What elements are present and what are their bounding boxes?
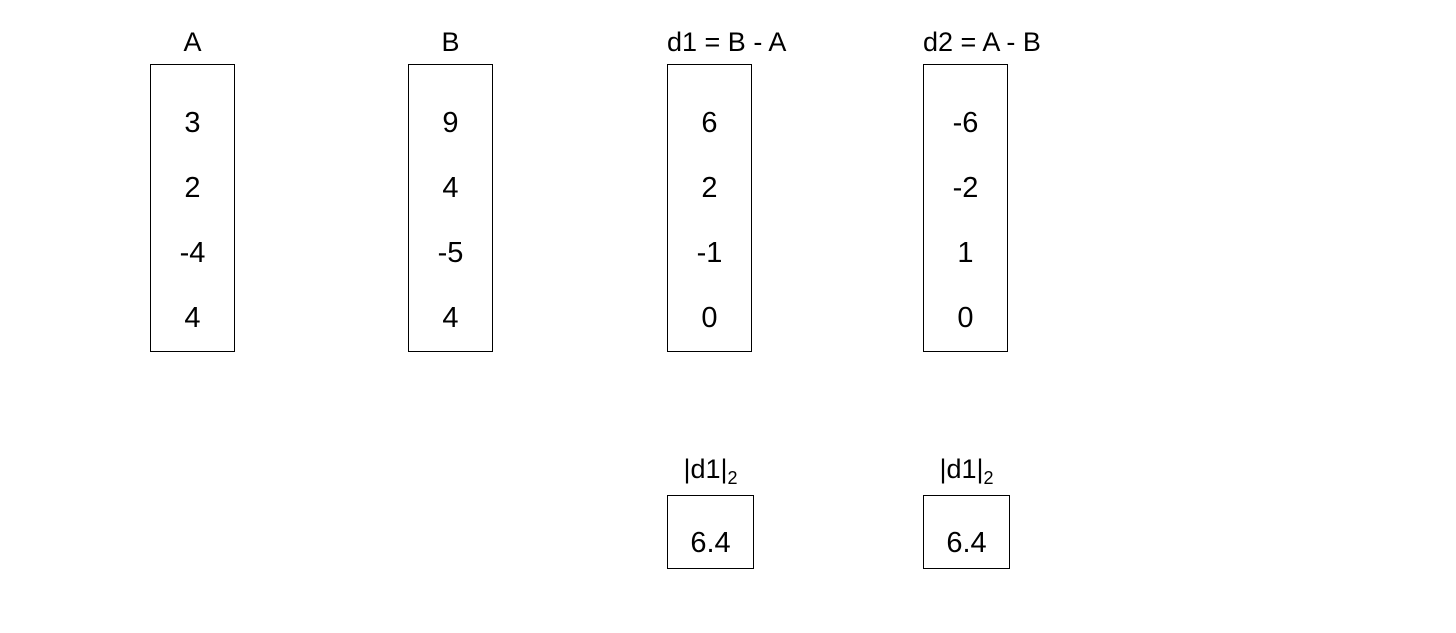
norm-label-d2: |d1|2 bbox=[923, 452, 1010, 488]
norm-box-d1: 6.4 bbox=[667, 495, 754, 569]
vector-value: 0 bbox=[957, 302, 974, 334]
vector-value: 6 bbox=[701, 107, 718, 139]
vector-value: 1 bbox=[957, 237, 974, 269]
vector-value: 4 bbox=[184, 302, 201, 334]
norm-label-base: |d1| bbox=[683, 454, 728, 484]
vector-value: -6 bbox=[952, 107, 979, 139]
norm-box-d2: 6.4 bbox=[923, 495, 1010, 569]
norm-label-d1: |d1|2 bbox=[667, 452, 754, 488]
column-label-b: B bbox=[441, 27, 460, 57]
vector-box-a: 3 2 -4 4 bbox=[150, 64, 235, 352]
vector-value: 4 bbox=[442, 302, 459, 334]
vector-value: 3 bbox=[184, 107, 201, 139]
norm-value: 6.4 bbox=[946, 527, 987, 559]
vector-value: 9 bbox=[442, 107, 459, 139]
vector-box-d2: -6 -2 1 0 bbox=[923, 64, 1008, 352]
norm-label-base: |d1| bbox=[939, 454, 984, 484]
vector-value: 2 bbox=[184, 172, 201, 204]
column-label-d2: d2 = A - B bbox=[923, 27, 1041, 57]
column-label-a: A bbox=[183, 27, 202, 57]
vector-value: -4 bbox=[179, 237, 206, 269]
vector-value: 2 bbox=[701, 172, 718, 204]
vector-value: 4 bbox=[442, 172, 459, 204]
vector-value: -5 bbox=[437, 237, 464, 269]
norm-label-subscript: 2 bbox=[727, 468, 738, 488]
norm-label-subscript: 2 bbox=[983, 468, 994, 488]
vector-box-b: 9 4 -5 4 bbox=[408, 64, 493, 352]
vector-value: -1 bbox=[696, 237, 723, 269]
vector-value: -2 bbox=[952, 172, 979, 204]
column-label-d1: d1 = B - A bbox=[667, 27, 787, 57]
vector-box-d1: 6 2 -1 0 bbox=[667, 64, 752, 352]
vector-value: 0 bbox=[701, 302, 718, 334]
norm-value: 6.4 bbox=[690, 527, 731, 559]
